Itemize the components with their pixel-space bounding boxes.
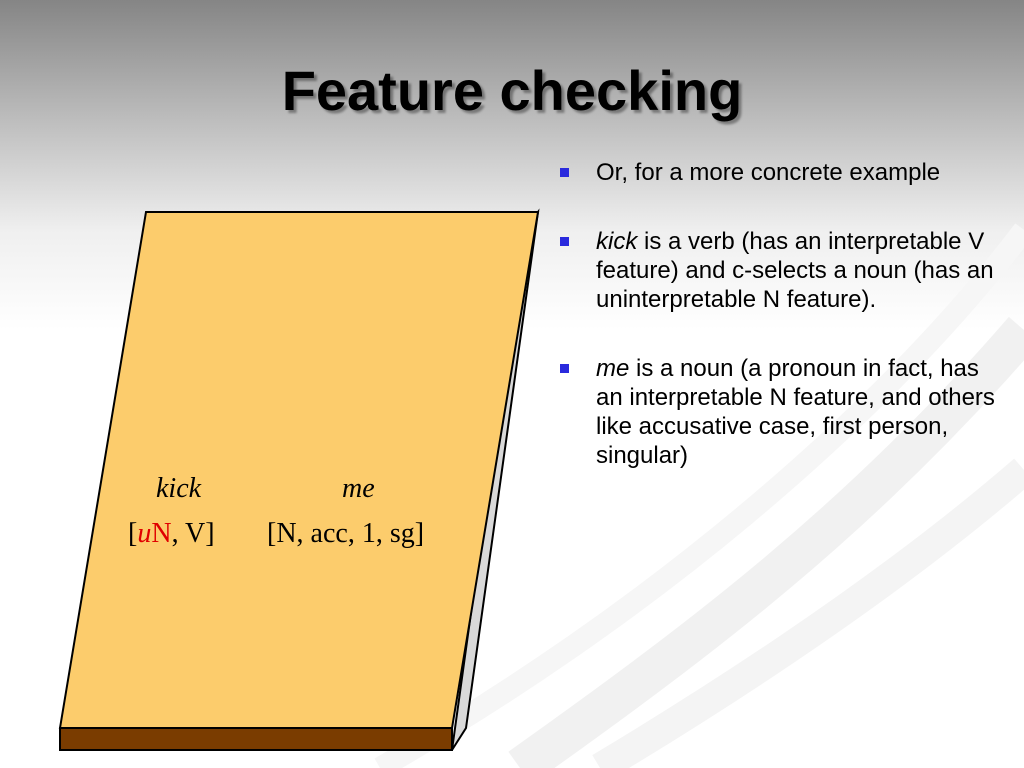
kick-word: kick — [156, 473, 202, 504]
bullet-emphasis: kick — [596, 228, 638, 255]
bullet-text: Or, for a more concrete example — [596, 159, 941, 186]
bullet-item: Or, for a more concrete example — [558, 158, 1008, 187]
card-base — [59, 727, 453, 751]
slide-title: Feature checking — [281, 59, 743, 122]
bullet-list: Or, for a more concrete example kick is … — [558, 158, 1008, 510]
kick-features: [uN, V] — [128, 518, 215, 550]
bullet-text: is a noun (a pronoun in fact, has an int… — [596, 355, 995, 469]
kick-features-rest: , V] — [171, 518, 215, 549]
bullet-text: is a verb (has an interpretable V featur… — [596, 228, 994, 313]
square-bullet-icon — [560, 168, 569, 177]
bullet-item: me is a noun (a pronoun in fact, has an … — [558, 354, 1008, 470]
kick-features-open: [ — [128, 518, 138, 549]
bullet-emphasis: me — [596, 355, 630, 382]
square-bullet-icon — [560, 237, 569, 246]
me-word: me — [342, 473, 375, 504]
me-features: [N, acc, 1, sg] — [267, 518, 425, 549]
uninterpretable-n-feature: N — [151, 518, 172, 549]
uninterpretable-prefix: u — [137, 518, 152, 549]
bullet-item: kick is a verb (has an interpretable V f… — [558, 227, 1008, 314]
square-bullet-icon — [560, 364, 569, 373]
